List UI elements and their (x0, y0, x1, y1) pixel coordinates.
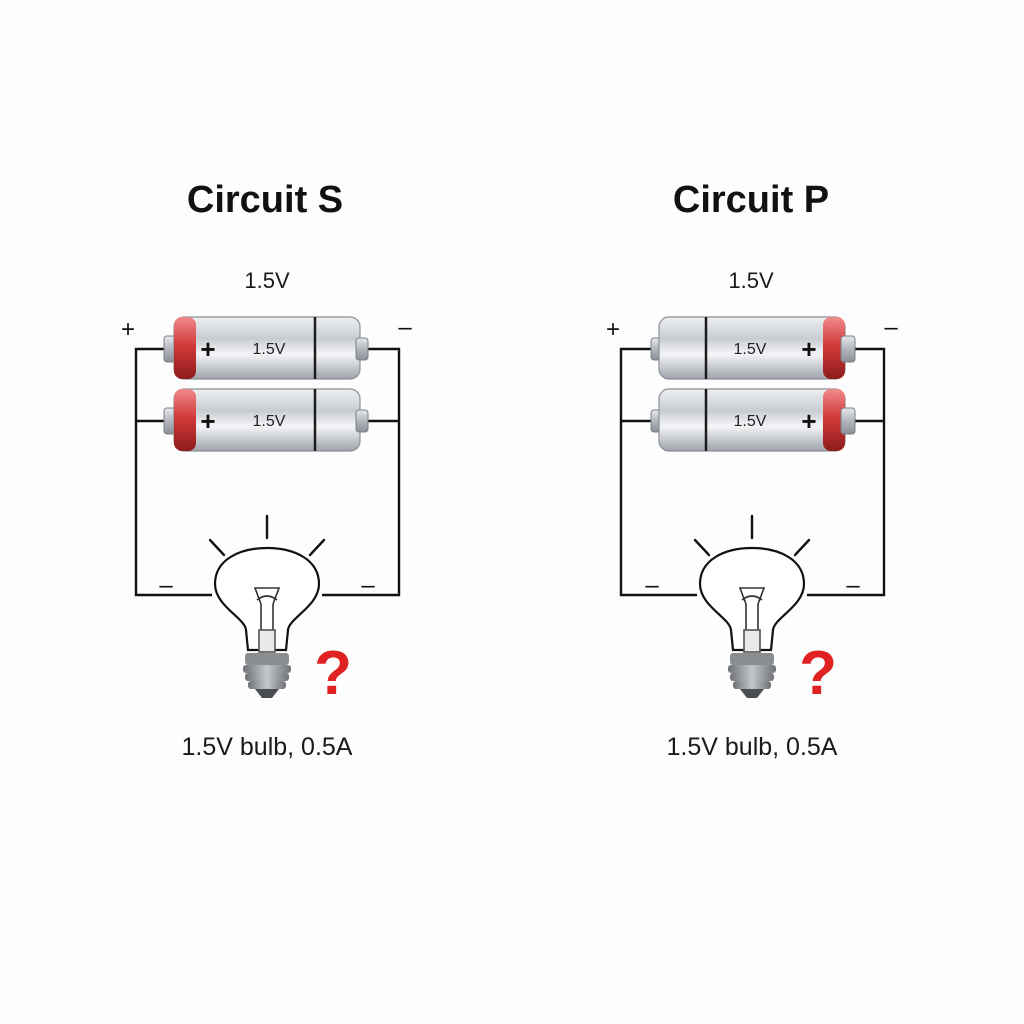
cell-polarity-mark: + (200, 406, 215, 436)
bulb-right-sign: – (361, 572, 375, 599)
circuit-wires (134, 347, 401, 597)
bulb-left-sign: – (645, 572, 659, 599)
cell-polarity-mark: + (200, 334, 215, 364)
battery-cell: + 1.5V (163, 316, 369, 380)
battery-cell: + 1.5V (163, 388, 369, 452)
bulb-caption: 1.5V bulb, 0.5A (182, 733, 353, 761)
voltage-label: 1.5V (244, 268, 290, 293)
battery-cell: 1.5V + (650, 316, 856, 380)
battery-cell: 1.5V + (650, 388, 856, 452)
cell-label: 1.5V (734, 413, 767, 430)
circuit-title: Circuit P (673, 179, 829, 221)
circuit-s: Circuit S 1.5V + – + 1.5V + (121, 179, 412, 761)
question-mark: ? (799, 639, 837, 708)
circuit-wires (619, 347, 886, 597)
minus-terminal-sign: – (398, 314, 412, 341)
voltage-label: 1.5V (728, 268, 774, 293)
cell-label: 1.5V (734, 341, 767, 358)
plus-terminal-sign: + (121, 316, 135, 343)
bulb-caption: 1.5V bulb, 0.5A (667, 733, 838, 761)
light-bulb-icon (208, 514, 326, 698)
light-bulb-icon (693, 514, 811, 698)
circuit-p: Circuit P 1.5V + – 1.5V + 1.5V (606, 179, 898, 761)
cell-polarity-mark: + (801, 334, 816, 364)
bulb-left-sign: – (159, 572, 173, 599)
cell-label: 1.5V (253, 413, 286, 430)
cell-polarity-mark: + (801, 406, 816, 436)
question-mark: ? (314, 639, 352, 708)
plus-terminal-sign: + (606, 316, 620, 343)
bulb-right-sign: – (846, 572, 860, 599)
minus-terminal-sign: – (884, 314, 898, 341)
cell-label: 1.5V (253, 341, 286, 358)
circuit-title: Circuit S (187, 179, 343, 221)
